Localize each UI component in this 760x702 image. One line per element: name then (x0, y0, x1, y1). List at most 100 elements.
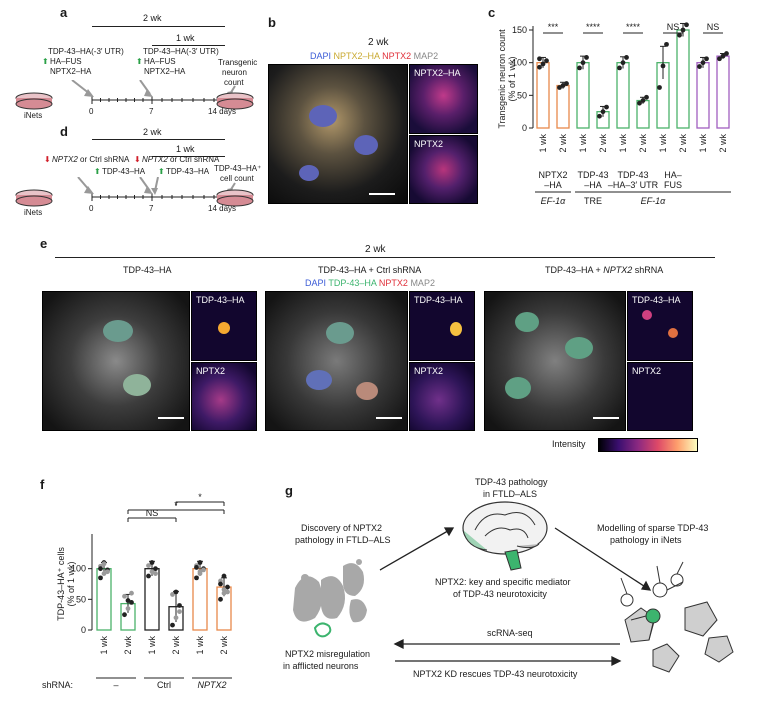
e-legend: DAPI TDP-43–HA NPTX2 MAP2 (305, 278, 435, 288)
bar (676, 29, 690, 129)
a-dish-label: iNets (24, 111, 43, 120)
up-arrow-icon: ⬆ (158, 167, 165, 176)
data-point (218, 581, 223, 587)
d-shrna-d7: NPTX2 or Ctrl shRNA (142, 155, 220, 164)
data-point (98, 566, 103, 572)
y-tick-label: 100 (512, 58, 527, 68)
data-point (600, 109, 606, 115)
data-point (684, 22, 689, 28)
data-point (105, 569, 110, 575)
data-point (194, 575, 199, 581)
data-point (704, 56, 709, 62)
data-point (544, 58, 549, 64)
group-label: TDP-43 (577, 170, 608, 180)
data-point (580, 60, 586, 66)
data-point (146, 573, 151, 579)
b-inset-nptx2-ha: NPTX2–HA (409, 64, 478, 134)
data-point (537, 56, 542, 62)
a-construct-d0-1: TDP-43–HA(-3′ UTR) (48, 47, 124, 56)
panel-a: a 2 wk 1 wk TDP-43–HA(-3′ UTR) ⬆ HA–FUS … (0, 0, 260, 125)
g-top-2: in FTLD–ALS (483, 489, 538, 499)
data-point (122, 612, 127, 618)
data-point (560, 83, 566, 88)
vector-label: EF-1α (641, 196, 667, 206)
significance-label: **** (586, 22, 601, 32)
b-inset-nptx2: NPTX2 (409, 135, 478, 204)
e-col3-main (484, 291, 626, 431)
inets-cells-icon (620, 561, 734, 673)
data-point (717, 56, 722, 62)
data-point (201, 567, 206, 573)
a-readout-1: Transgenic (218, 58, 258, 67)
data-point (170, 622, 175, 628)
x-tick-label: 2 wk (678, 134, 688, 153)
e-col2-main (265, 291, 408, 431)
data-point (125, 606, 131, 611)
y-axis-label: (% of 1 wk) (507, 56, 517, 101)
g-right-2: pathology in iNets (610, 535, 682, 545)
data-point (170, 592, 175, 597)
g-umap-2: in afflicted neurons (283, 661, 359, 671)
a-timeline (15, 80, 254, 110)
a-construct-d7-3: NPTX2–HA (144, 67, 186, 76)
x-tick-label: 2 wk (123, 636, 133, 655)
bar (616, 62, 630, 129)
g-middle-2: of TDP-43 neurotoxicity (453, 589, 547, 599)
y-tick-label: 100 (71, 564, 86, 574)
x-tick-label: 1 wk (195, 636, 205, 655)
data-point (724, 51, 729, 56)
e-col3-inset-bottom: NPTX2 (627, 362, 693, 431)
up-arrow-icon: ⬆ (42, 57, 49, 66)
data-point (221, 573, 227, 579)
e-intensity-colorbar (598, 438, 698, 452)
data-point (225, 584, 230, 590)
group-label: FUS (664, 180, 682, 190)
data-point (221, 587, 227, 592)
g-arrow-left (379, 527, 455, 571)
a-span-2wk: 2 wk (143, 13, 162, 23)
a-construct-d0-3: NPTX2–HA (50, 67, 92, 76)
x-tick-label: 2 wk (598, 134, 608, 153)
umap-plot (293, 559, 367, 623)
b-legend: DAPI NPTX2–HA NPTX2 MAP2 (310, 51, 439, 61)
panel-letter-c: c (488, 5, 496, 20)
x-tick-label: 2 wk (171, 636, 181, 655)
e-col2-inset-top: TDP-43–HA (409, 291, 475, 361)
down-arrow-icon: ⬇ (134, 155, 141, 164)
shrna-group-label: NPTX2 (197, 680, 226, 690)
data-point (697, 64, 702, 69)
group-label: –HA (584, 180, 602, 190)
y-tick-label: 0 (81, 625, 86, 635)
g-arrow-top-label: scRNA-seq (487, 628, 533, 638)
a-span-1wk: 1 wk (176, 33, 195, 43)
a-construct-d7-2: HA–FUS (144, 57, 176, 66)
significance-label: **** (626, 22, 641, 32)
data-point (637, 100, 642, 106)
e-col3-inset-top: TDP-43–HA (627, 291, 693, 361)
g-left-1: Discovery of NPTX2 (301, 523, 383, 533)
e-col3-title: TDP-43–HA + NPTX2 shRNA (545, 265, 664, 275)
e-col2-title: TDP-43–HA + Ctrl shRNA (318, 265, 422, 275)
d-readout-1: TDP-43–HA⁺ (214, 164, 262, 173)
data-point (125, 598, 131, 603)
e-col1-main (42, 291, 190, 431)
y-axis-label: TDP-43–HA⁺ cells (56, 547, 66, 621)
a-day-7: 7 (149, 107, 154, 116)
x-tick-label: 2 wk (718, 134, 728, 153)
data-point (173, 589, 179, 595)
e-col2-inset-bottom: NPTX2 (409, 362, 475, 431)
a-construct-d7-1: TDP-43–HA(-3′ UTR) (143, 47, 219, 56)
shrna-row-label: shRNA: (42, 680, 73, 690)
panel-d: d 2 wk 1 wk ⬇ NPTX2 or Ctrl shRNA ⬇ NPTX… (0, 125, 262, 225)
data-point (197, 560, 203, 565)
g-schematic (293, 501, 734, 673)
data-point (218, 596, 223, 602)
g-arrow-scrnaseq (393, 638, 620, 650)
data-point (720, 53, 726, 59)
x-tick-label: 2 wk (638, 134, 648, 153)
data-point (129, 590, 134, 596)
